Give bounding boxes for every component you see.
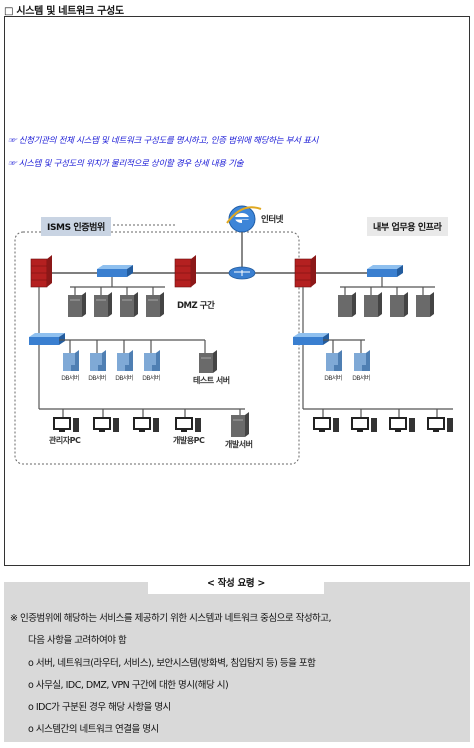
- network-diagram: 인터넷 ISMS 인증범위 내부 업무용 인프라 DMZ 구간 DB서버 DB서…: [5, 187, 471, 487]
- dmz-server-2-icon: [94, 292, 112, 317]
- isms-pc-drops: [62, 409, 241, 417]
- dev-pc-label: 개발용PC: [173, 436, 205, 445]
- internet-label: 인터넷: [261, 215, 283, 225]
- dmz-zone-label: DMZ 구간: [177, 301, 215, 311]
- writing-guide-intro-line2: 다음 사항을 고려하여야 함: [28, 635, 127, 646]
- isms-db-drops: [69, 340, 206, 353]
- router-icon: [228, 266, 256, 280]
- writing-guide-item: o IDC가 구분된 경우 해당 사항을 명시: [28, 702, 171, 713]
- writing-guide-intro-line1: ※ 인증범위에 해당하는 서비스를 제공하기 위한 시스템과 네트워크 중심으로…: [10, 613, 332, 624]
- test-server-icon: [199, 350, 217, 373]
- dmz-server-3-icon: [120, 292, 138, 317]
- firewall-right-icon: [294, 255, 316, 288]
- switch-isms-internal-icon: [29, 333, 65, 345]
- page-title: □ 시스템 및 네트워크 구성도: [4, 6, 124, 17]
- instruction-note-1: ☞ 신청기관의 전체 시스템 및 네트워크 구성도를 명시하고, 인증 범위에 …: [8, 136, 319, 146]
- admin-pc-label: 관리자PC: [49, 436, 81, 445]
- internal-server-4-icon: [416, 292, 434, 317]
- dev-pc-1-icon: [133, 417, 159, 432]
- internal-db-server-1-icon: [326, 350, 342, 371]
- internal-infra-label: 내부 업무용 인프라: [367, 217, 448, 236]
- db-server-4-label: DB서버: [142, 375, 160, 382]
- internal-db-server-2-label: DB서버: [352, 375, 370, 382]
- internal-db-drops: [332, 340, 362, 353]
- dev-server-label: 개발서버: [225, 440, 253, 449]
- switch-internal-lower-icon: [293, 333, 329, 345]
- internal-db-server-2-icon: [354, 350, 370, 371]
- test-server-label: 테스트 서버: [193, 376, 230, 385]
- writing-guide-title: < 작성 요령 >: [148, 574, 324, 594]
- internal-server-drops: [344, 287, 424, 295]
- writing-guide-box: [4, 582, 470, 742]
- switch-internal-icon: [367, 265, 403, 277]
- internal-pc-drops: [322, 409, 438, 417]
- internal-server-1-icon: [338, 292, 356, 317]
- db-server-2-label: DB서버: [88, 375, 106, 382]
- firewall-left-icon: [30, 255, 52, 288]
- internet-icon: [226, 205, 262, 233]
- admin-pc-1-icon: [53, 417, 79, 432]
- db-server-3-icon: [117, 350, 133, 371]
- admin-pc-2-icon: [93, 417, 119, 432]
- internal-pc-1-icon: [313, 417, 339, 432]
- isms-scope-label: ISMS 인증범위: [41, 217, 111, 236]
- internal-pc-4-icon: [427, 417, 453, 432]
- writing-guide-item: o 사무실, IDC, DMZ, VPN 구간에 대한 명시(해당 시): [28, 680, 229, 691]
- writing-guide-intro: ※ 인증범위에 해당하는 서비스를 제공하기 위한 시스템과 네트워크 중심으로…: [10, 608, 470, 652]
- internal-pc-2-icon: [351, 417, 377, 432]
- internal-server-3-icon: [390, 292, 408, 317]
- db-server-4-icon: [144, 350, 160, 371]
- dmz-servers: [74, 287, 154, 295]
- dmz-server-1-icon: [68, 292, 86, 317]
- db-server-1-icon: [63, 350, 79, 371]
- switch-dmz-icon: [97, 265, 133, 277]
- dev-pc-2-icon: [175, 417, 201, 432]
- internal-pc-3-icon: [389, 417, 415, 432]
- isms-scope-boundary: [14, 231, 300, 465]
- firewall-center-icon: [174, 255, 196, 288]
- db-server-1-label: DB서버: [61, 375, 79, 382]
- db-server-3-label: DB서버: [115, 375, 133, 382]
- writing-guide-item: o 서버, 네트워크(라우터, 서비스), 보안시스템(방화벽, 침입탐지 등)…: [28, 658, 316, 669]
- diagram-frame: ☞ 신청기관의 전체 시스템 및 네트워크 구성도를 명시하고, 인증 범위에 …: [4, 16, 470, 566]
- writing-guide-item: o 시스템간의 네트워크 연결을 명시: [28, 724, 159, 735]
- internal-db-server-1-label: DB서버: [324, 375, 342, 382]
- internal-server-2-icon: [364, 292, 382, 317]
- dmz-server-4-icon: [146, 292, 164, 317]
- db-server-2-icon: [90, 350, 106, 371]
- network-diagram-svg: [14, 205, 453, 465]
- dev-server-icon: [231, 412, 249, 437]
- instruction-note-2: ☞ 시스템 및 구성도의 위치가 물리적으로 상이할 경우 상세 내용 기술: [8, 159, 244, 169]
